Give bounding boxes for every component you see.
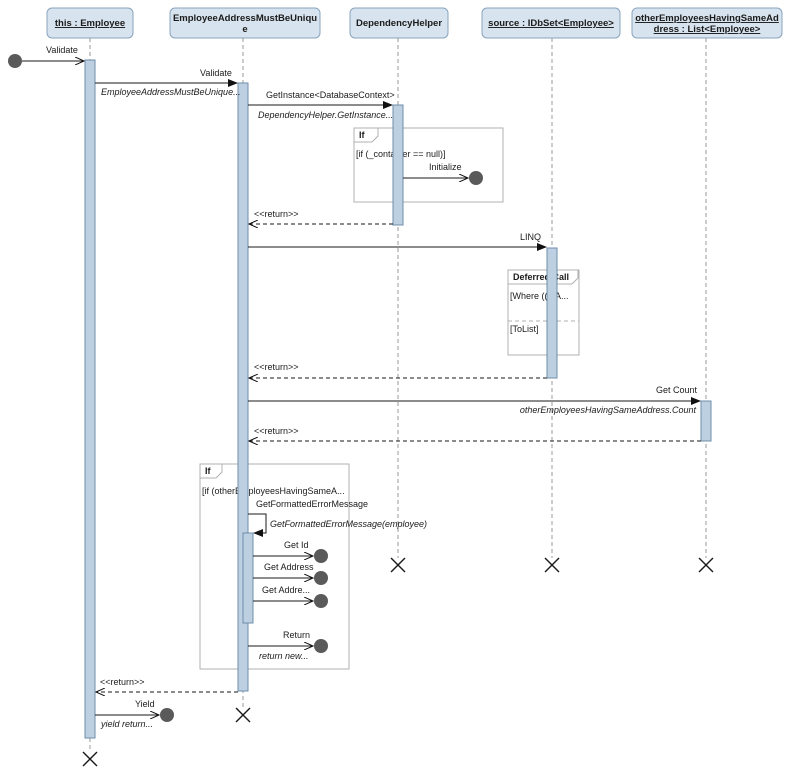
- message-note: GetFormattedErrorMessage(employee): [270, 519, 427, 529]
- message-note: EmployeeAddressMustBeUnique...: [101, 87, 241, 97]
- destroy-marker-helper: [390, 557, 406, 573]
- message-label: GetFormattedErrorMessage: [256, 499, 368, 509]
- message-label: Get Addre...: [262, 585, 310, 595]
- fragment-guard: [if (otherEmployeesHavingSameA...: [202, 486, 345, 496]
- lifeline-header-others[interactable]: otherEmployeesHavingSameAd dress : List<…: [631, 7, 783, 39]
- activation-source: [546, 247, 558, 379]
- message-label: Validate: [200, 68, 232, 78]
- lifeline-label: source : IDbSet<Employee>: [488, 18, 614, 29]
- message-label: <<return>>: [254, 209, 299, 219]
- lifeline-label: this : Employee: [55, 18, 125, 29]
- destroy-marker-rule: [235, 707, 251, 723]
- fragment-guard: [ToList]: [510, 324, 539, 334]
- lifeline-label: otherEmployeesHavingSameAd: [635, 13, 779, 24]
- message-label: Get Id: [284, 540, 309, 550]
- message-note: yield return...: [100, 719, 153, 729]
- message-label: <<return>>: [254, 426, 299, 436]
- message-note: DependencyHelper.GetInstance...: [258, 110, 393, 120]
- start-node: [8, 54, 22, 68]
- message-label: LINQ: [520, 232, 541, 242]
- message-note: return new...: [259, 651, 309, 661]
- lifeline-label: DependencyHelper: [356, 18, 442, 29]
- message-label: Get Address: [264, 562, 314, 572]
- lost-message-node: [314, 594, 328, 608]
- message-label: <<return>>: [254, 362, 299, 372]
- destroy-marker-employee: [82, 751, 98, 767]
- destroy-marker-others: [698, 557, 714, 573]
- lifeline-label: dress : List<Employee>: [654, 24, 761, 35]
- message-label: Return: [283, 630, 310, 640]
- lost-message-node: [469, 171, 483, 185]
- activation-employee: [84, 59, 96, 739]
- message-label: Validate: [46, 45, 78, 55]
- lost-message-node: [314, 639, 328, 653]
- lifeline-header-employee[interactable]: this : Employee: [46, 7, 134, 39]
- fragment-title: If: [205, 466, 212, 476]
- message-label: Initialize: [429, 162, 462, 172]
- lifeline-label: e: [242, 24, 247, 35]
- activation-rule-nested: [242, 532, 254, 624]
- lost-message-node: [314, 549, 328, 563]
- destroy-marker-source: [544, 557, 560, 573]
- lifeline-header-source[interactable]: source : IDbSet<Employee>: [481, 7, 621, 39]
- activation-others: [700, 400, 712, 442]
- activation-rule: [237, 82, 249, 692]
- fragment-title: Deferred Call: [513, 272, 569, 282]
- message-note: otherEmployeesHavingSameAddress.Count: [520, 405, 697, 415]
- lifeline-label: EmployeeAddressMustBeUniqu: [173, 13, 317, 24]
- lost-message-node: [160, 708, 174, 722]
- fragment-deferred-call[interactable]: Deferred Call [Where ((e.A... [ToList]: [507, 269, 580, 356]
- fragment-if-error[interactable]: If [if (otherEmployeesHavingSameA...: [199, 463, 350, 670]
- fragment-guard: [Where ((e.A...: [510, 291, 569, 301]
- lifeline-header-rule[interactable]: EmployeeAddressMustBeUniqu e: [169, 7, 321, 39]
- lifeline-header-helper[interactable]: DependencyHelper: [349, 7, 449, 39]
- message-label: Get Count: [656, 385, 698, 395]
- message-label: Yield: [135, 699, 155, 709]
- message-getformatted-self[interactable]: [248, 513, 267, 537]
- message-label: GetInstance<DatabaseContext>: [266, 90, 395, 100]
- fragment-title: If: [359, 130, 366, 140]
- lost-message-node: [314, 571, 328, 585]
- activation-helper: [392, 104, 404, 226]
- message-label: <<return>>: [100, 677, 145, 687]
